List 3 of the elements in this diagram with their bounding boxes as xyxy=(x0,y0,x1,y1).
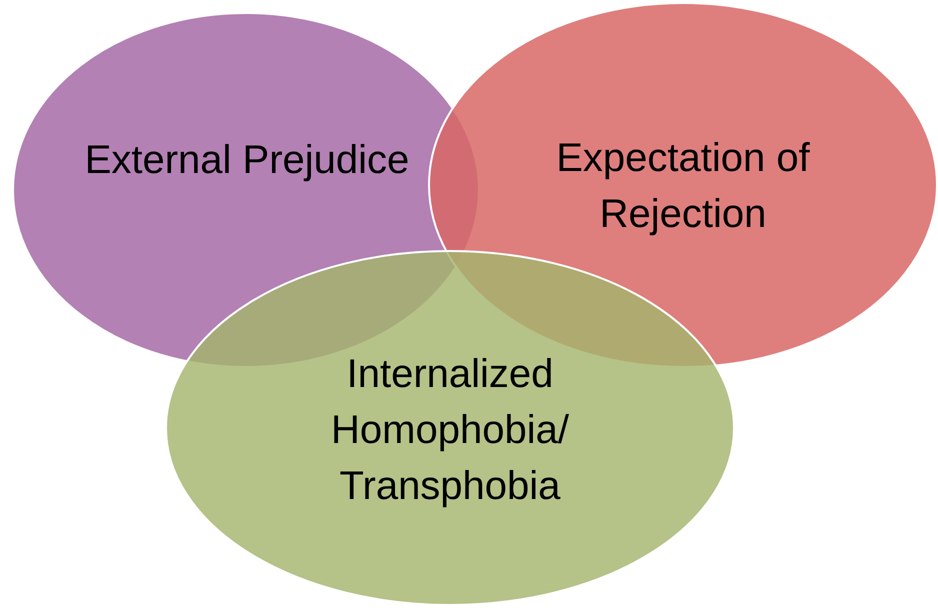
circle-label: Internalized Homophobia/ Transphobia xyxy=(330,351,570,510)
circle-label: Expectation of Rejection xyxy=(555,135,811,238)
circle-label: External Prejudice xyxy=(84,137,410,184)
